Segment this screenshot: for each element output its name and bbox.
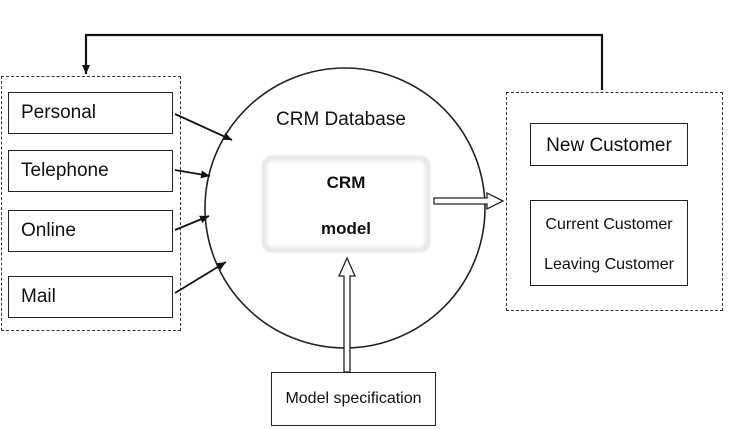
channels-group [1, 76, 181, 331]
model-specification-label: Model specification [285, 390, 422, 407]
channel-online-box: Online [8, 210, 173, 252]
channel-online-label: Online [21, 220, 76, 241]
channel-personal-box: Personal [8, 92, 173, 134]
current-leaving-customer-box: Current Customer Leaving Customer [530, 200, 688, 286]
new-customer-box: New Customer [530, 123, 688, 166]
model-to-customers-arrow [433, 191, 505, 211]
current-customer-label: Current Customer [545, 216, 673, 233]
channel-telephone-label: Telephone [21, 160, 109, 181]
channel-mail-label: Mail [21, 286, 56, 307]
leaving-customer-label: Leaving Customer [544, 256, 674, 273]
arrow-mail-to-database [174, 261, 227, 294]
model-specification-box: Model specification [271, 372, 436, 426]
crm-database-title: CRM Database [276, 109, 406, 130]
new-customer-label: New Customer [546, 135, 672, 156]
channel-personal-label: Personal [21, 102, 96, 123]
crm-model-line2: model [320, 219, 372, 238]
customers-group [506, 92, 723, 311]
arrow-personal-to-database [174, 113, 233, 141]
feedback-loop-arrow [82, 33, 604, 90]
channel-mail-box: Mail [8, 276, 173, 318]
crm-model-line1: CRM [326, 173, 366, 192]
crm-model-box: CRM model [262, 156, 430, 252]
channel-telephone-box: Telephone [8, 150, 173, 192]
specification-to-model-arrow [337, 256, 357, 373]
